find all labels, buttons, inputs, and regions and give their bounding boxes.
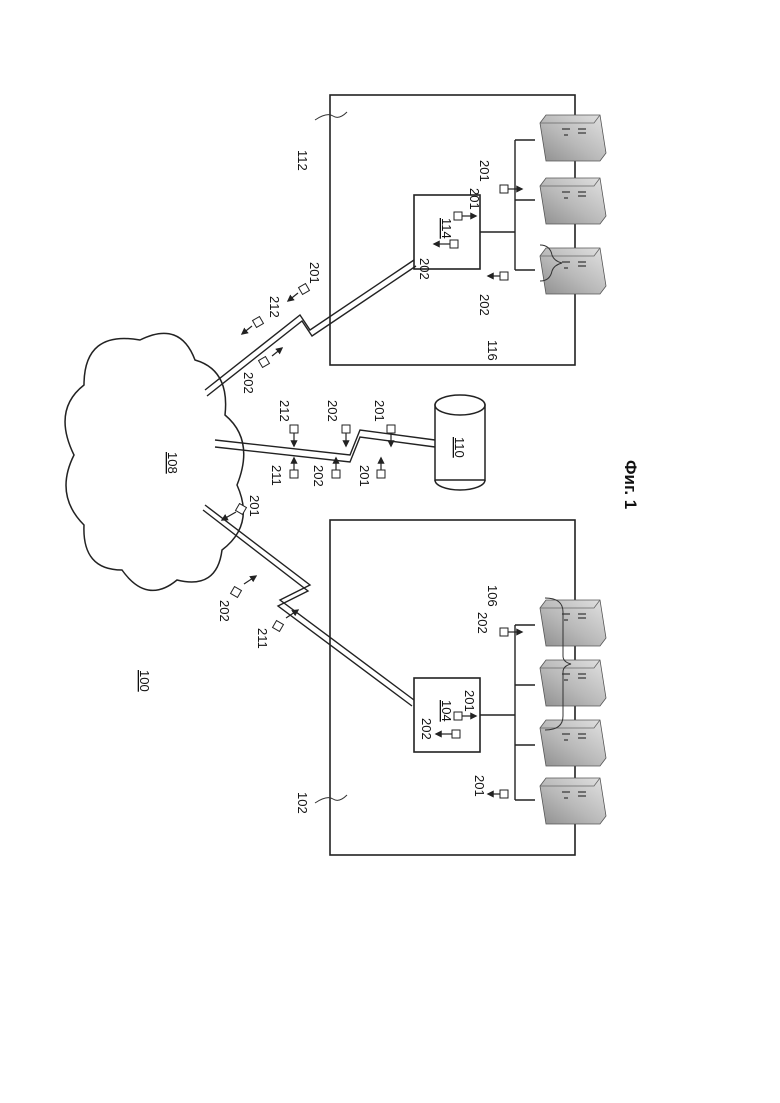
msg-b1-label: 201: [467, 188, 482, 210]
node-114-label: 114: [439, 218, 454, 239]
network-cloud: 108: [65, 333, 244, 590]
msg-b3-label: 201: [477, 160, 492, 182]
msg-link-db-212: 212: [277, 400, 298, 446]
msg-link-b-202-label: 202: [241, 372, 256, 394]
group-116-label: 116: [485, 340, 500, 361]
msg-link-a-202: 202: [217, 576, 256, 622]
msg-link-db-212-label: 212: [277, 400, 292, 422]
cloud-shape: [65, 333, 244, 590]
msg-link-db-202b-label: 202: [311, 465, 326, 487]
site-a: 102 104 106 201 202: [295, 520, 606, 855]
msg-link-a-201-label: 201: [247, 495, 262, 517]
msg-a4-label: 202: [475, 612, 490, 634]
msg-link-db-202a: 202: [325, 400, 350, 446]
server-a4: [540, 778, 606, 824]
msg-link-b-201: 201: [288, 262, 322, 301]
msg-link-db-202a-label: 202: [325, 400, 340, 422]
server-b1: [540, 115, 606, 161]
site-a-label: 102: [295, 792, 310, 814]
db-label: 110: [452, 437, 467, 458]
storage-db: 110: [435, 395, 485, 490]
link-db: [215, 430, 435, 462]
msg-link-db-211-label: 211: [269, 465, 284, 486]
msg-link-b-202: 202: [241, 348, 282, 394]
server-b3: [540, 248, 606, 294]
server-b2: [540, 178, 606, 224]
server-a2: [540, 660, 606, 706]
msg-link-b-201-label: 201: [307, 262, 322, 284]
site-b-label: 112: [295, 150, 310, 171]
msg-link-a-211-label: 211: [255, 628, 270, 649]
msg-link-b-212-label: 212: [267, 296, 282, 318]
msg-link-a-202-label: 202: [217, 600, 232, 622]
figure-caption: Фиг. 1: [621, 460, 640, 509]
db-bottom: [435, 480, 485, 490]
msg-b2-label: 202: [417, 258, 432, 280]
db-top: [435, 395, 485, 415]
msg-a3-label: 201: [472, 775, 487, 797]
msg-a2-label: 202: [419, 718, 434, 740]
site-b: 112 114 116 201 202 201: [295, 95, 606, 365]
system-label: 100: [137, 670, 152, 692]
msg-link-db-201b-label: 201: [357, 465, 372, 487]
msg-b4-label: 202: [477, 294, 492, 316]
msg-a1-label: 201: [462, 690, 477, 712]
server-a1: [540, 600, 606, 646]
cloud-label: 108: [165, 452, 180, 474]
node-104-label: 104: [439, 700, 454, 722]
msg-link-b-212: 212: [242, 296, 282, 334]
group-106-label: 106: [485, 585, 500, 607]
msg-link-db-201b: 201: [357, 458, 385, 487]
server-a3: [540, 720, 606, 766]
msg-link-db-211: 211: [269, 458, 298, 486]
msg-link-db-202b: 202: [311, 458, 340, 487]
msg-link-db-201a-label: 201: [372, 400, 387, 422]
